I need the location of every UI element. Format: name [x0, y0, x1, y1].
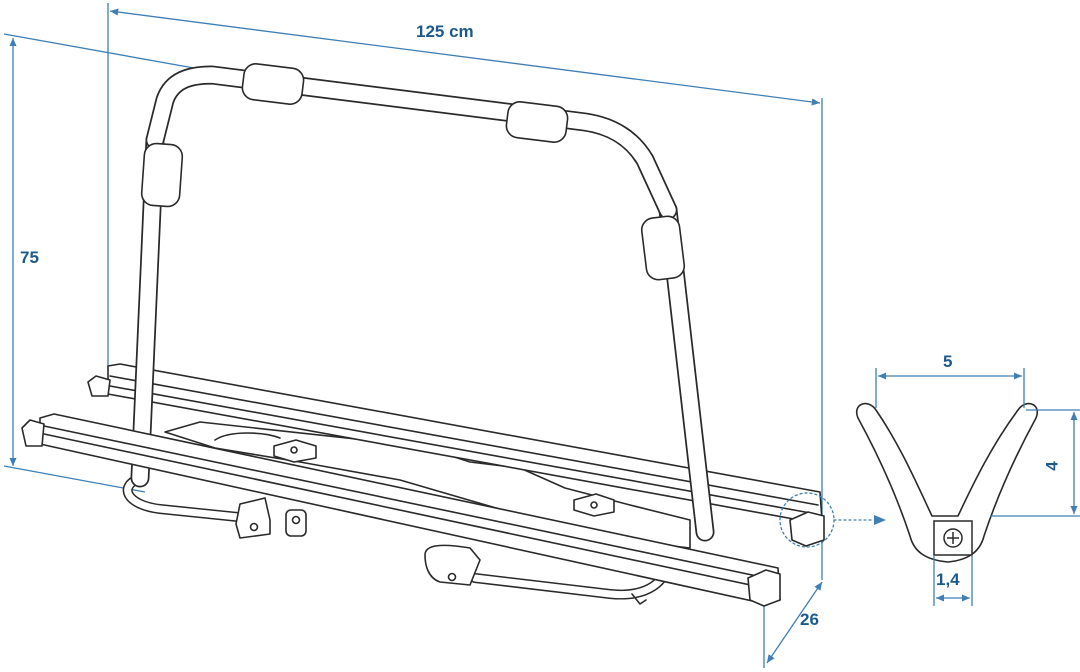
front-bracket-right — [424, 544, 481, 586]
lower-hook — [631, 593, 647, 605]
top-grip-right — [505, 101, 569, 143]
front-rail-left-cap — [21, 419, 45, 447]
right-arm-grip — [640, 215, 686, 281]
profile-screw-slot — [947, 532, 959, 544]
left-arm-grip — [140, 142, 184, 208]
rail-profile-section — [855, 368, 1080, 606]
length-dimension-line — [109, 8, 821, 106]
top-grip-left — [241, 63, 305, 105]
height-label: 75 — [20, 248, 39, 267]
front-bracket-left — [235, 497, 271, 539]
height-extension-top — [3, 33, 206, 71]
profile-base-label: 1,4 — [936, 570, 960, 589]
top-bar-fill — [147, 67, 676, 218]
profile-height-label: 4 — [1042, 461, 1062, 471]
detail-pointer-arrow — [874, 515, 886, 525]
front-rail-groove — [43, 425, 777, 581]
bike-rack — [21, 63, 886, 607]
dimension-lines — [3, 3, 823, 668]
front-bracket-left-bolt — [249, 522, 259, 532]
front-knob-left-center — [291, 515, 301, 525]
back-rail-right-cap — [789, 511, 825, 547]
back-rail-clamp-right-bolt — [590, 501, 598, 509]
depth-dimension-line — [766, 581, 823, 664]
back-rail-clamp-left-bolt — [290, 446, 298, 454]
front-rail-edge — [43, 433, 775, 591]
center-plate-detail — [214, 432, 281, 441]
front-rail-right-cap — [747, 569, 781, 607]
profile-width-label: 5 — [943, 352, 953, 371]
length-label: 125 cm — [416, 22, 474, 41]
back-rail-left-cap — [87, 375, 111, 397]
depth-label: 26 — [800, 610, 819, 629]
height-extension-bottom — [3, 465, 146, 493]
front-bracket-right-bolt — [447, 572, 457, 582]
